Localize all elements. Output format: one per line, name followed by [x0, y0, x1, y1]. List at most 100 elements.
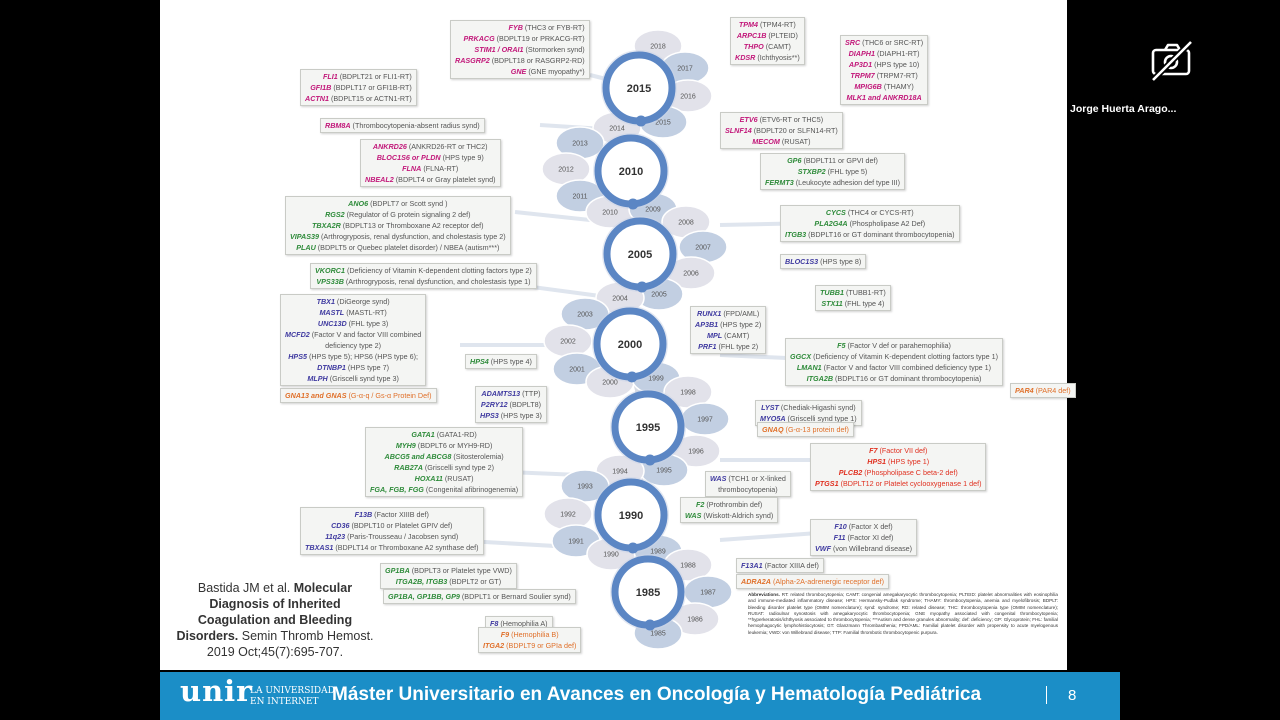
gene-description: (BDPLT20 or SLFN14-RT)	[751, 126, 838, 135]
gene-symbol: PRF1	[698, 342, 717, 351]
gene-description: (Arthrogryposis, renal dysfunction, and …	[319, 232, 506, 241]
gene-symbol: ACTN1	[305, 94, 329, 103]
gene-symbol: ITGB3	[785, 230, 807, 239]
gene-box: TUBB1 (TUBB1-RT)STX11 (FHL type 4)	[815, 285, 891, 311]
gene-symbol: ETV6	[739, 115, 758, 124]
gene-symbol: RBM8A	[325, 121, 351, 130]
gene-symbol: THPO	[743, 42, 764, 51]
year-bubble-label: 1985	[650, 631, 666, 638]
gene-box: F2 (Prothrombin def)WAS (Wiskott-Aldrich…	[680, 497, 779, 523]
gene-description: (Ichthyosis**)	[755, 53, 800, 62]
gene-box: GATA1 (GATA1-RD)MYH9 (BDPLT6 or MYH9-RD)…	[365, 427, 524, 497]
gene-description: (Factor V and factor VIII combined	[309, 330, 422, 339]
gene-symbol: DTNBP1	[317, 363, 346, 372]
gene-box: F10 (Factor X def)F11 (Factor XI def)VWF…	[810, 519, 918, 556]
gene-symbol: RAB27A	[394, 463, 423, 472]
gene-entry: ITGA2B, ITGB3 (BDPLT2 or GT)	[385, 576, 512, 587]
gene-entry: TBXAS1 (BDPLT14 or Thromboxane A2 syntha…	[305, 542, 479, 553]
gene-description: (Griscelli synd type 2)	[422, 463, 495, 472]
gene-description: (Factor XIIIB def)	[372, 510, 429, 519]
gene-symbol: LYST	[761, 403, 779, 412]
gene-symbol: MPL	[706, 331, 723, 340]
gene-description: (RUSAT)	[442, 474, 474, 483]
gene-description: (BDPLT3 or Platelet type VWD)	[409, 566, 512, 575]
gene-entry: HPS3 (HPS type 3)	[480, 410, 542, 421]
gene-symbol: F8	[490, 619, 499, 628]
gene-entry: 11q23 (Paris-Trousseau / Jacobsen synd)	[305, 531, 479, 542]
participant-tile[interactable]: Jorge Huerta Arago...	[1067, 0, 1280, 120]
gene-box: F5 (Factor V def or parahemophilia)GGCX …	[785, 338, 1004, 386]
gene-entry: PTGS1 (BDPLT12 or Platelet cyclooxygenas…	[815, 478, 981, 489]
gene-entry: VWF (von Willebrand disease)	[815, 543, 912, 554]
gene-description: (Leukocyte adhesion def type III)	[793, 178, 901, 187]
gene-entry: CD36 (BDPLT10 or Platelet GPIV def)	[305, 520, 479, 531]
gene-description: (BDPLT1 or Bernard Soulier synd)	[459, 592, 571, 601]
unir-logo: unir	[180, 674, 253, 708]
gene-description: (FLNA-RT)	[421, 164, 459, 173]
gene-symbol: F2	[695, 500, 705, 509]
gene-entry: AP3D1 (HPS type 10)	[845, 59, 923, 70]
gene-entry: ADAMTS13 (TTP)	[480, 388, 542, 399]
major-year-label: 1990	[619, 510, 643, 522]
gene-box: RBM8A (Thrombocytopenia-absent radius sy…	[320, 118, 485, 133]
gene-symbol: RASGRP2	[455, 56, 490, 65]
gene-entry: DIAPH1 (DIAPH1-RT)	[845, 48, 923, 59]
gene-symbol: STXBP2	[797, 167, 826, 176]
gene-box: HPS4 (HPS type 4)	[465, 354, 537, 369]
gene-entry: PRKACG (BDPLT19 or PRKACG-RT)	[455, 33, 585, 44]
gene-description: (GATA1-RD)	[434, 430, 477, 439]
year-bubble-label: 1991	[568, 539, 584, 546]
gene-description: (BDPLT16 or GT dominant thrombocytopenia…	[806, 230, 955, 239]
gene-symbol: MLK1 and ANKRD18A	[846, 93, 922, 102]
gene-entry: F10 (Factor X def)	[815, 521, 912, 532]
gene-symbol: VWF	[815, 544, 831, 553]
gene-symbol: AP3B1	[695, 320, 719, 329]
gene-description: (DIAPH1-RT)	[874, 49, 920, 58]
gene-entry: ETV6 (ETV6-RT or THC5)	[725, 114, 838, 125]
major-year-label: 1995	[636, 422, 660, 434]
major-year-label: 2005	[628, 249, 652, 261]
major-year-label: 2000	[618, 339, 642, 351]
gene-symbol: FLNA	[402, 164, 422, 173]
gene-symbol: GNAQ	[762, 425, 784, 434]
gene-description: (HPS type 7)	[345, 363, 390, 372]
gene-symbol: PRKACG	[463, 34, 495, 43]
gene-entry: HPS5 (HPS type 5); HPS6 (HPS type 6);	[285, 351, 421, 362]
gene-entry: BLOC1S6 or PLDN (HPS type 9)	[365, 152, 496, 163]
year-bubble-label: 2018	[650, 44, 666, 51]
gene-entry: MYO5A (Griscelli synd type 1)	[760, 413, 857, 424]
gene-symbol: CD36	[331, 521, 350, 530]
gene-symbol: F7	[869, 446, 878, 455]
gene-description: (CAMT)	[722, 331, 750, 340]
gene-entry: GP1BA, GP1BB, GP9 (BDPLT1 or Bernard Sou…	[388, 591, 571, 602]
gene-description: (HPS type 1)	[886, 457, 930, 466]
node-dot	[626, 371, 638, 383]
gene-symbol: MASTL	[319, 308, 345, 317]
gene-description: (HPS type 9)	[440, 153, 484, 162]
gene-entry: LMAN1 (Factor V and factor VIII combined…	[790, 362, 998, 373]
gene-symbol: GGCX	[790, 352, 812, 361]
gene-symbol: GNA13 and GNAS	[285, 391, 347, 400]
gene-entry: thrombocytopenia)	[710, 484, 786, 495]
gene-entry: RASGRP2 (BDPLT18 or RASGRP2-RD)	[455, 55, 585, 66]
gene-box: F13A1 (Factor XIIIA def)	[736, 558, 824, 573]
gene-description: (HPS type 8)	[818, 257, 862, 266]
gene-symbol: RGS2	[325, 210, 345, 219]
gene-symbol: MECOM	[752, 137, 780, 146]
gene-description: (THAMY)	[881, 82, 914, 91]
gene-description: (Factor XI def)	[845, 533, 894, 542]
gene-entry: FLNA (FLNA-RT)	[365, 163, 496, 174]
gene-symbol: 11q23	[325, 532, 346, 541]
gene-entry: TBX1 (DiGeorge synd)	[285, 296, 421, 307]
gene-entry: RGS2 (Regulator of G protein signaling 2…	[290, 209, 506, 220]
gene-entry: TBXA2R (BDPLT13 or Thromboxane A2 recept…	[290, 220, 506, 231]
gene-description: (THC3 or FYB-RT)	[522, 23, 585, 32]
gene-description: (Chediak-Higashi synd)	[778, 403, 856, 412]
gene-description: (Phospholipase C beta-2 def)	[862, 468, 958, 477]
gene-description: (ETV6-RT or THC5)	[757, 115, 824, 124]
gene-entry: SRC (THC6 or SRC-RT)	[845, 37, 923, 48]
major-year-label: 2015	[627, 83, 651, 95]
gene-symbol: LMAN1	[796, 363, 822, 372]
gene-entry: TUBB1 (TUBB1-RT)	[820, 287, 886, 298]
